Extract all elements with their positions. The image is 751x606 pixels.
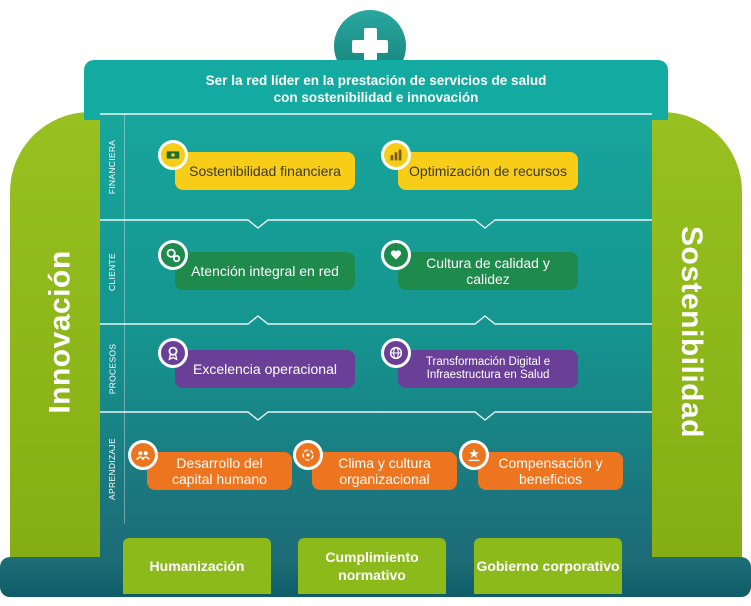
pillar-left	[10, 112, 112, 562]
globe-icon	[381, 338, 411, 368]
pillar-right-label-wrap: Sostenibilidad	[640, 112, 742, 552]
cross-horizontal	[352, 40, 388, 53]
pillar-left-label-wrap: Innovación	[10, 112, 112, 552]
label-divider	[124, 114, 125, 524]
roof	[84, 60, 668, 120]
heart-hand-icon	[381, 240, 411, 270]
row-separators	[100, 113, 652, 421]
objective-card-desarrollo-capital: Desarrollo del capital humano	[147, 452, 292, 490]
objective-card-atencion-integral: Atención integral en red	[175, 252, 355, 290]
gears-icon	[158, 240, 188, 270]
foundation-gobierno-corporativo: Gobierno corporativo	[474, 538, 622, 594]
objective-card-optimizacion-recursos: Optimización de recursos	[398, 152, 578, 190]
objective-card-compensacion: Compensación y beneficios	[478, 452, 623, 490]
team-cycle-icon	[293, 440, 323, 470]
money-icon	[158, 140, 188, 170]
pillar-left-label: Innovación	[44, 250, 78, 414]
people-icon	[128, 440, 158, 470]
objective-card-cultura-calidad: Cultura de calidad y calidez	[398, 252, 578, 290]
objective-card-transformacion-digital: Transformación Digital e Infraestructura…	[398, 350, 578, 388]
foundation-humanizacion: Humanización	[123, 538, 271, 594]
pillar-right-label: Sostenibilidad	[675, 225, 708, 439]
objective-card-excelencia-operacional: Excelencia operacional	[175, 350, 355, 388]
hand-star-icon	[459, 440, 489, 470]
foundation-cumplimiento-normativo: Cumplimiento normativo	[298, 538, 446, 594]
vision-statement: Ser la red líder en la prestación de ser…	[205, 73, 547, 105]
objective-card-sostenibilidad-financiera: Sostenibilidad financiera	[175, 152, 355, 190]
objective-card-clima-cultura: Clima y cultura organizacional	[312, 452, 457, 490]
pillar-right	[640, 112, 742, 562]
award-icon	[158, 338, 188, 368]
chart-icon	[381, 140, 411, 170]
